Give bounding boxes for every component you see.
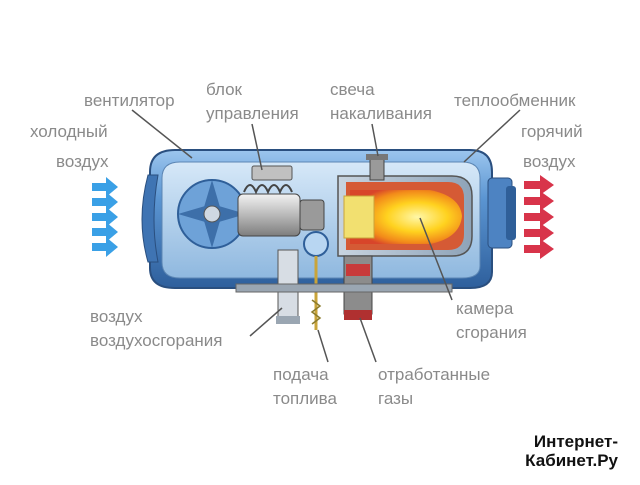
watermark: Интернет- Кабинет.Ру bbox=[525, 432, 618, 470]
control-block-label-line2: управления bbox=[206, 104, 299, 123]
combustion-flame bbox=[343, 190, 462, 244]
heat-exchanger-label: теплообменник bbox=[454, 91, 576, 110]
chamber-label-line2: сгорания bbox=[456, 323, 527, 342]
glow-plug bbox=[366, 154, 388, 181]
watermark-line2: Кабинет.Ру bbox=[525, 451, 618, 470]
fuel-pump bbox=[303, 231, 329, 257]
hot-air-label-line1: горячий bbox=[521, 122, 583, 141]
hot-air-label-line2: воздух bbox=[523, 152, 576, 171]
combustion-air-label-line2: воздухосгорания bbox=[90, 331, 223, 350]
cold-air-label-line2: воздух bbox=[56, 152, 109, 171]
fuel-supply-label-line2: топлива bbox=[273, 389, 337, 408]
hot-air-outlet bbox=[487, 177, 516, 249]
hot-air-arrows bbox=[524, 175, 554, 259]
fuel-line bbox=[310, 256, 322, 330]
cold-air-label-line1: холодный bbox=[30, 122, 108, 141]
watermark-line1: Интернет- bbox=[533, 432, 618, 451]
fan-label: вентилятор bbox=[84, 91, 175, 110]
chamber-label-line1: камера bbox=[456, 299, 514, 318]
cold-air-inlet-cap bbox=[141, 174, 159, 263]
leader-lines bbox=[131, 109, 521, 363]
exhaust-label-line1: отработанные bbox=[378, 365, 491, 384]
fuel-supply-label-line1: подача bbox=[273, 365, 329, 384]
glow-plug-label-line2: накаливания bbox=[330, 104, 432, 123]
mounting-base bbox=[235, 283, 453, 293]
glow-plug-label-line1: свеча bbox=[330, 80, 375, 99]
motor-and-control-block bbox=[237, 165, 325, 237]
exhaust-label-line2: газы bbox=[378, 389, 414, 408]
cold-air-arrows bbox=[92, 177, 118, 257]
combustion-air-label-line1: воздух bbox=[90, 307, 143, 326]
fan-impeller bbox=[177, 179, 247, 249]
control-block-label-line1: блок bbox=[206, 80, 242, 99]
